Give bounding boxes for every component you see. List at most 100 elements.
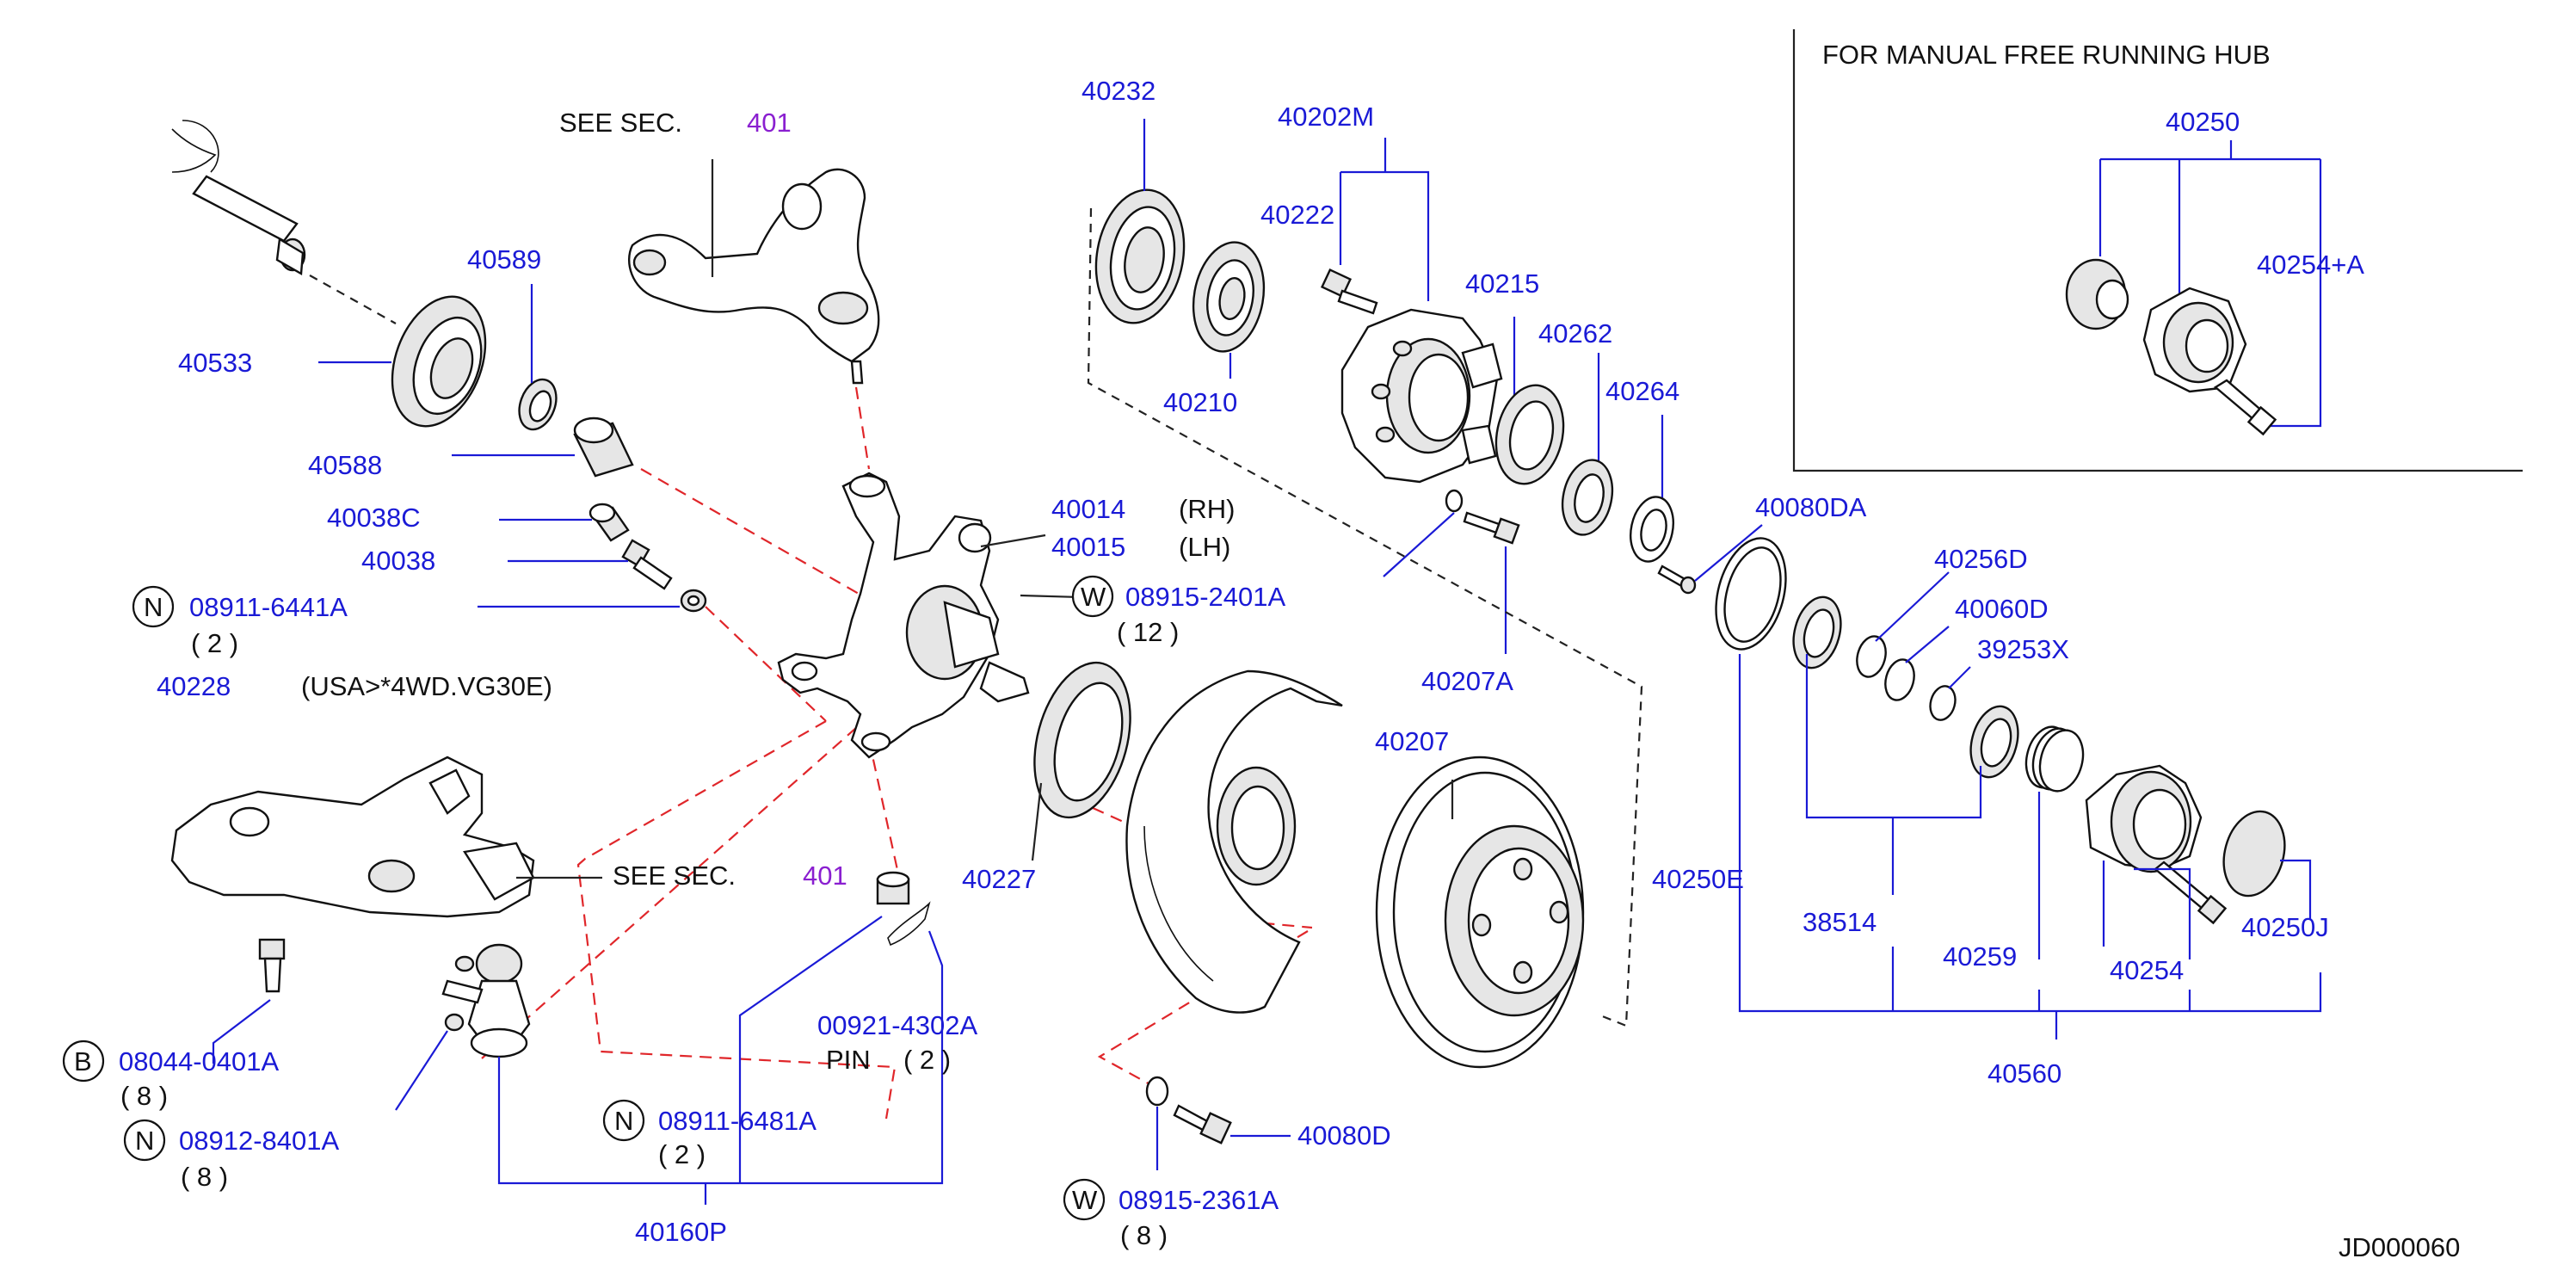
- part-08911-6481a[interactable]: 08911-6481A: [658, 1106, 817, 1136]
- qty-08911-6441a: ( 2 ): [191, 628, 238, 658]
- nut-symbol-letter-3: N: [614, 1106, 633, 1136]
- lower-link-icon: [170, 756, 602, 918]
- part-40207a[interactable]: 40207A: [1421, 666, 1513, 696]
- spring-40259-icon: [2024, 725, 2085, 959]
- see-sec-label-bottom: SEE SEC.: [613, 861, 736, 891]
- screw-40080da-icon: [1657, 564, 1697, 595]
- part-40232[interactable]: 40232: [1082, 76, 1156, 106]
- part-40560[interactable]: 40560: [1987, 1058, 2061, 1089]
- nut-symbol-08911-6441a: [132, 585, 175, 628]
- part-40533[interactable]: 40533: [178, 348, 252, 378]
- bearing-40210-icon: [1192, 241, 1266, 379]
- nut-08911-6481a-icon: [876, 871, 910, 905]
- nut-symbol-letter-2: N: [135, 1126, 154, 1156]
- part-40250e[interactable]: 40250E: [1652, 864, 1744, 894]
- cotter-pin-icon: [887, 901, 931, 947]
- section-ref-401-bottom[interactable]: 401: [803, 861, 847, 891]
- seal-40262-icon: [1561, 459, 1614, 536]
- part-40207[interactable]: 40207: [1375, 726, 1449, 756]
- note-40228: (USA>*4WD.VG30E): [301, 671, 552, 701]
- seal-ring-icon: [1969, 705, 2019, 779]
- part-38514[interactable]: 38514: [1803, 907, 1877, 937]
- part-40589[interactable]: 40589: [467, 244, 541, 275]
- nut-symbol-08912-8401a: [123, 1119, 166, 1162]
- part-40259[interactable]: 40259: [1943, 941, 2017, 972]
- ball-joint-40160p-icon: [395, 943, 531, 1111]
- part-40060d[interactable]: 40060D: [1955, 594, 2049, 624]
- bearing-38514-icon: [1792, 595, 1842, 669]
- qty-08915-2361a: ( 8 ): [1120, 1220, 1168, 1250]
- bearing-40262-icon: [1494, 384, 1565, 485]
- upper-link-icon: [628, 159, 880, 385]
- bolt-40038-icon: [621, 539, 673, 590]
- bushing-40588-icon: [573, 416, 634, 478]
- part-39253x[interactable]: 39253X: [1977, 634, 2069, 664]
- part-40215[interactable]: 40215: [1465, 268, 1539, 299]
- qty-08911-6481a: ( 2 ): [658, 1139, 706, 1169]
- washer-40207a-icon: [1383, 489, 1464, 577]
- drive-shaft-icon: [171, 120, 397, 324]
- nut-08911-6441a-icon: [680, 589, 707, 613]
- diagram-id: JD000060: [2339, 1232, 2460, 1262]
- part-08911-6441a[interactable]: 08911-6441A: [189, 592, 348, 622]
- qty-08915-2401a: ( 12 ): [1117, 617, 1179, 647]
- hub-cap-40254-icon: [2085, 764, 2228, 959]
- free-running-hub-icon: [2065, 258, 2277, 436]
- dust-shield-icon: [1125, 669, 1343, 1014]
- part-40588[interactable]: 40588: [308, 450, 382, 480]
- part-08044-0401a[interactable]: 08044-0401A: [119, 1046, 279, 1077]
- part-40038c[interactable]: 40038C: [327, 503, 421, 533]
- part-40250j[interactable]: 40250J: [2241, 912, 2329, 942]
- part-40254[interactable]: 40254: [2110, 955, 2184, 985]
- part-40256d[interactable]: 40256D: [1934, 544, 2028, 574]
- steering-knuckle-icon: [777, 472, 1111, 759]
- part-40262[interactable]: 40262: [1538, 318, 1612, 349]
- spindle-seal-40227-icon: [1031, 661, 1131, 861]
- inset-manual-free-running-hub: FOR MANUAL FREE RUNNING HUB 40250 40254+…: [1792, 29, 2523, 472]
- ring-40589-icon: [518, 378, 558, 431]
- part-40014[interactable]: 40014: [1051, 494, 1125, 524]
- hub-40215-icon: [1340, 308, 1503, 484]
- part-40015[interactable]: 40015: [1051, 532, 1125, 562]
- lock-washer-40264-icon: [1630, 496, 1674, 563]
- nut-symbol-08911-6481a: [602, 1099, 645, 1142]
- part-40227[interactable]: 40227: [962, 864, 1036, 894]
- part-40210[interactable]: 40210: [1163, 387, 1237, 417]
- part-40222[interactable]: 40222: [1260, 200, 1334, 230]
- washer-symbol-letter-1: W: [1081, 582, 1106, 612]
- brake-rotor-40207-icon: [1375, 756, 1585, 1069]
- bolt-40207a-icon: [1463, 511, 1520, 654]
- section-ref-401-top[interactable]: 401: [747, 108, 792, 138]
- part-08915-2361a[interactable]: 08915-2361A: [1119, 1185, 1279, 1215]
- part-08912-8401a[interactable]: 08912-8401A: [179, 1126, 339, 1156]
- bolt-08044-0401a-icon: [212, 938, 286, 1064]
- bolt-40038c-icon: [589, 503, 630, 542]
- snap-ring-39253x-icon: [1929, 666, 1971, 721]
- inset-title: FOR MANUAL FREE RUNNING HUB: [1822, 40, 2271, 70]
- part-40080da[interactable]: 40080DA: [1755, 492, 1867, 522]
- part-08915-2401a[interactable]: 08915-2401A: [1125, 582, 1285, 612]
- washer-symbol-08915-2401a: [1071, 575, 1114, 618]
- part-40250-inset: 40250: [2166, 107, 2240, 137]
- part-00921-4302a[interactable]: 00921-4302A: [817, 1010, 977, 1040]
- part-40080d[interactable]: 40080D: [1297, 1120, 1391, 1151]
- hub-bolt-40222-icon: [1320, 268, 1378, 315]
- see-sec-label-top: SEE SEC.: [559, 108, 682, 138]
- bearing-40232-icon: [1094, 119, 1186, 324]
- washer-40256d-icon: [1856, 571, 1950, 678]
- part-40264[interactable]: 40264: [1605, 376, 1679, 406]
- qty-pin: ( 2 ): [903, 1045, 951, 1075]
- washer-symbol-08915-2361a: [1063, 1178, 1106, 1221]
- part-40228[interactable]: 40228: [157, 671, 231, 701]
- part-40202m[interactable]: 40202M: [1278, 102, 1374, 132]
- part-40160p[interactable]: 40160P: [635, 1217, 727, 1247]
- washer-08915-2361a-icon: [1145, 1076, 1169, 1170]
- bolt-symbol-letter: B: [74, 1046, 92, 1077]
- part-40038[interactable]: 40038: [361, 546, 435, 576]
- seal-40250e-icon: [1715, 537, 1787, 861]
- nut-symbol-letter-1: N: [144, 592, 163, 622]
- qty-08912-8401a: ( 8 ): [181, 1162, 228, 1192]
- part-40254a-inset: 40254+A: [2257, 250, 2364, 280]
- washer-40060d-icon: [1884, 626, 1950, 701]
